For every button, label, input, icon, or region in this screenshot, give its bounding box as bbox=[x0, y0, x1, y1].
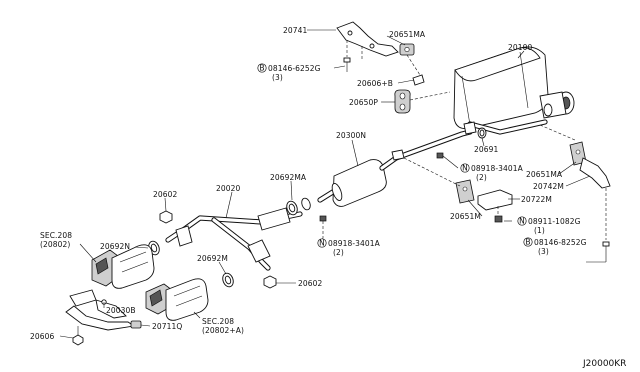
gasket-20692MA[interactable] bbox=[285, 200, 299, 217]
mount-rubber-top[interactable] bbox=[399, 43, 415, 56]
label-sec-bot-sub: (20802+A) bbox=[202, 326, 244, 335]
label-nut-center: 08918-3401A bbox=[471, 164, 524, 173]
label-20692M: 20692M bbox=[197, 254, 228, 263]
label-20691: 20691 bbox=[474, 145, 498, 154]
label-bolt-right-qty: (3) bbox=[538, 247, 549, 256]
label-sec-left: SEC.208 bbox=[40, 231, 72, 240]
gasket-20692M[interactable] bbox=[221, 272, 235, 289]
label-20300N: 20300N bbox=[336, 131, 366, 140]
label-bolt-right: 08146-8252G bbox=[534, 238, 587, 247]
label-20692MA: 20692MA bbox=[270, 173, 307, 182]
label-nut-lower: 08918-3401A bbox=[328, 239, 381, 248]
catalyst-left[interactable] bbox=[91, 244, 155, 289]
svg-text:N: N bbox=[519, 217, 525, 226]
hanger-rubber[interactable] bbox=[394, 89, 411, 114]
diagram-code: J20000KR bbox=[582, 359, 626, 369]
label-20742M: 20742M bbox=[533, 182, 564, 191]
heat-shield-20030B[interactable] bbox=[69, 289, 127, 319]
mount-rubber-lower[interactable] bbox=[455, 179, 475, 204]
hanger-clip[interactable] bbox=[412, 74, 425, 86]
bolt-20606[interactable] bbox=[72, 326, 84, 346]
svg-text:B: B bbox=[525, 238, 530, 247]
nut-symbol-lower: N bbox=[317, 238, 327, 248]
label-20030B: 20030B bbox=[106, 306, 136, 315]
label-bolt-top-qty: (3) bbox=[272, 73, 283, 82]
gasket-20691[interactable] bbox=[477, 127, 487, 139]
svg-text:N: N bbox=[462, 164, 468, 173]
nut-20602-top[interactable] bbox=[159, 210, 173, 224]
label-bolt-top: 08146-6252G bbox=[268, 64, 321, 73]
nut-lower-center[interactable] bbox=[319, 215, 327, 238]
nut-symbol-center: N bbox=[460, 163, 470, 173]
label-20020: 20020 bbox=[216, 184, 240, 193]
label-20602-bot: 20602 bbox=[298, 279, 322, 288]
bracket-20711Q[interactable] bbox=[65, 305, 142, 331]
bolt-symbol-top: B bbox=[257, 63, 267, 73]
nut-20602-bottom[interactable] bbox=[263, 275, 277, 289]
svg-text:N: N bbox=[319, 239, 325, 248]
label-nut-right-qty: (1) bbox=[534, 226, 545, 235]
nut-20722M[interactable] bbox=[494, 215, 503, 223]
label-20606: 20606 bbox=[30, 332, 54, 341]
catalyst-bottom[interactable] bbox=[145, 278, 209, 321]
label-sec-bot: SEC.208 bbox=[202, 317, 234, 326]
label-20100: 20100 bbox=[508, 43, 532, 52]
bracket-bolt[interactable] bbox=[343, 57, 351, 72]
label-20602-top: 20602 bbox=[153, 190, 177, 199]
label-20651M: 20651M bbox=[450, 212, 481, 221]
label-nut-center-qty: (2) bbox=[476, 173, 487, 182]
label-20692N: 20692N bbox=[100, 242, 130, 251]
label-20711Q: 20711Q bbox=[152, 322, 182, 331]
label-20606B: 20606+B bbox=[357, 79, 393, 88]
label-20651MA-top: 20651MA bbox=[389, 30, 426, 39]
bolt-symbol-right: B bbox=[523, 237, 533, 247]
gasket-20692MA-2[interactable] bbox=[300, 197, 312, 211]
bracket-20722M[interactable] bbox=[477, 189, 513, 218]
front-y-pipe[interactable] bbox=[165, 207, 303, 271]
muffler-bracket[interactable] bbox=[336, 21, 399, 60]
nut-center-right[interactable] bbox=[436, 152, 444, 159]
label-nut-lower-qty: (2) bbox=[333, 248, 344, 257]
label-20741: 20741 bbox=[283, 26, 307, 35]
nut-symbol-right: N bbox=[517, 216, 527, 226]
label-20651MA-right: 20651MA bbox=[526, 170, 563, 179]
label-nut-right: 08911-1082G bbox=[528, 217, 581, 226]
main-muffler[interactable] bbox=[453, 46, 575, 135]
label-20722M: 20722M bbox=[521, 195, 552, 204]
svg-text:B: B bbox=[259, 64, 264, 73]
leader-lines bbox=[59, 29, 607, 339]
bolt-right[interactable] bbox=[602, 241, 610, 250]
center-pipe-muffler[interactable] bbox=[317, 121, 477, 207]
bracket-20742M[interactable] bbox=[579, 157, 611, 240]
label-sec-left-sub: (20802) bbox=[40, 240, 70, 249]
label-20650P: 20650P bbox=[349, 98, 378, 107]
